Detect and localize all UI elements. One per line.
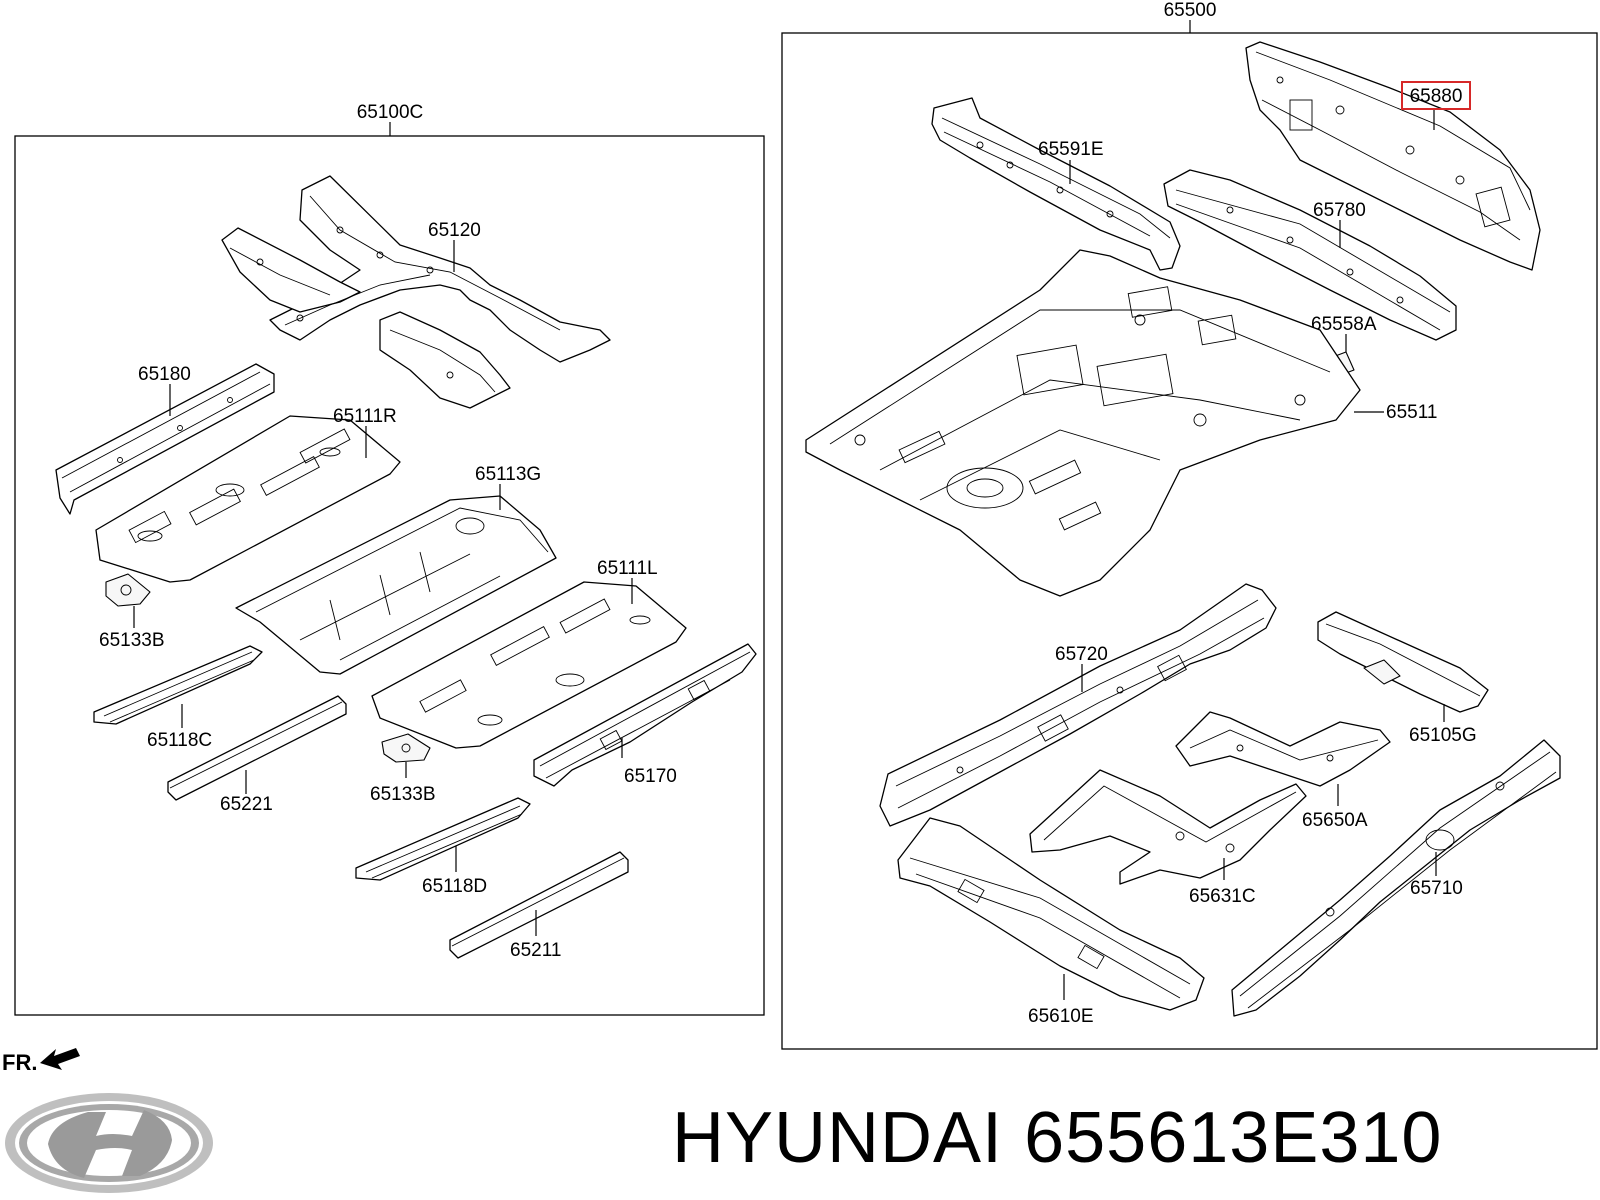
- part-65221[interactable]: 65221: [167, 695, 347, 815]
- part-65631C[interactable]: 65631C: [1029, 769, 1307, 907]
- part-65610E[interactable]: 65610E: [897, 817, 1205, 1027]
- label-65120: 65120: [428, 220, 481, 241]
- label-65710: 65710: [1410, 878, 1463, 899]
- caption: HYUNDAI 655613E310: [672, 1088, 1592, 1188]
- label-65780: 65780: [1313, 200, 1366, 221]
- label-65111L: 65111L: [597, 558, 658, 579]
- label-65118D: 65118D: [422, 876, 487, 897]
- label-65221: 65221: [220, 794, 273, 815]
- label-65180: 65180: [138, 364, 191, 385]
- part-65120[interactable]: 65120: [221, 175, 611, 409]
- label-65111R: 65111R: [333, 406, 397, 427]
- group-right: 65500: [781, 0, 1598, 1050]
- part-65170[interactable]: 65170: [533, 643, 757, 787]
- group-left-label: 65100C: [357, 102, 424, 123]
- part-65105G[interactable]: 65105G: [1317, 611, 1489, 746]
- highlight-box: [1401, 81, 1471, 110]
- hyundai-logo-icon: [5, 1093, 213, 1193]
- part-65180[interactable]: 65180: [55, 363, 275, 515]
- label-65558A: 65558A: [1311, 314, 1377, 335]
- part-65710[interactable]: 65710: [1231, 739, 1561, 1017]
- brand-name: HYUNDAI: [672, 1098, 1004, 1178]
- label-65720: 65720: [1055, 644, 1108, 665]
- part-65111L[interactable]: 65111L: [371, 558, 687, 749]
- part-65118D[interactable]: 65118D: [355, 797, 531, 897]
- part-number: 655613E310: [1024, 1098, 1443, 1178]
- label-65511: 65511: [1386, 402, 1437, 423]
- label-65211: 65211: [510, 940, 561, 961]
- part-65511[interactable]: 65511: [805, 249, 1437, 597]
- group-left: 65100C: [14, 102, 765, 1016]
- part-65720[interactable]: 65720: [879, 583, 1277, 827]
- front-arrow-icon: [40, 1048, 80, 1070]
- label-65650A: 65650A: [1302, 810, 1368, 831]
- front-direction-label: FR.: [2, 1050, 38, 1075]
- part-65211[interactable]: 65211: [449, 851, 629, 961]
- part-65133B-b[interactable]: 65133B: [370, 733, 436, 805]
- part-65880[interactable]: 65880: [1245, 41, 1541, 271]
- label-65118C: 65118C: [147, 730, 212, 751]
- label-65113G: 65113G: [475, 464, 541, 485]
- label-65105G: 65105G: [1409, 725, 1477, 746]
- part-65591E[interactable]: 65591E: [931, 97, 1181, 271]
- part-65118C[interactable]: 65118C: [93, 645, 263, 751]
- label-65631C: 65631C: [1189, 886, 1256, 907]
- group-right-label: 65500: [1164, 0, 1217, 21]
- part-65133B-a[interactable]: 65133B: [99, 573, 165, 651]
- part-65650A[interactable]: 65650A: [1175, 711, 1391, 831]
- label-65133B-b: 65133B: [370, 784, 436, 805]
- label-65880: 65880: [1410, 86, 1463, 107]
- label-65133B-a: 65133B: [99, 630, 165, 651]
- label-65170: 65170: [624, 766, 677, 787]
- part-65780[interactable]: 65780: [1163, 169, 1457, 341]
- part-65113G[interactable]: 65113G: [235, 464, 557, 675]
- label-65610E: 65610E: [1028, 1006, 1094, 1027]
- label-65591E: 65591E: [1038, 139, 1104, 160]
- part-65111R[interactable]: 65111R: [95, 406, 401, 583]
